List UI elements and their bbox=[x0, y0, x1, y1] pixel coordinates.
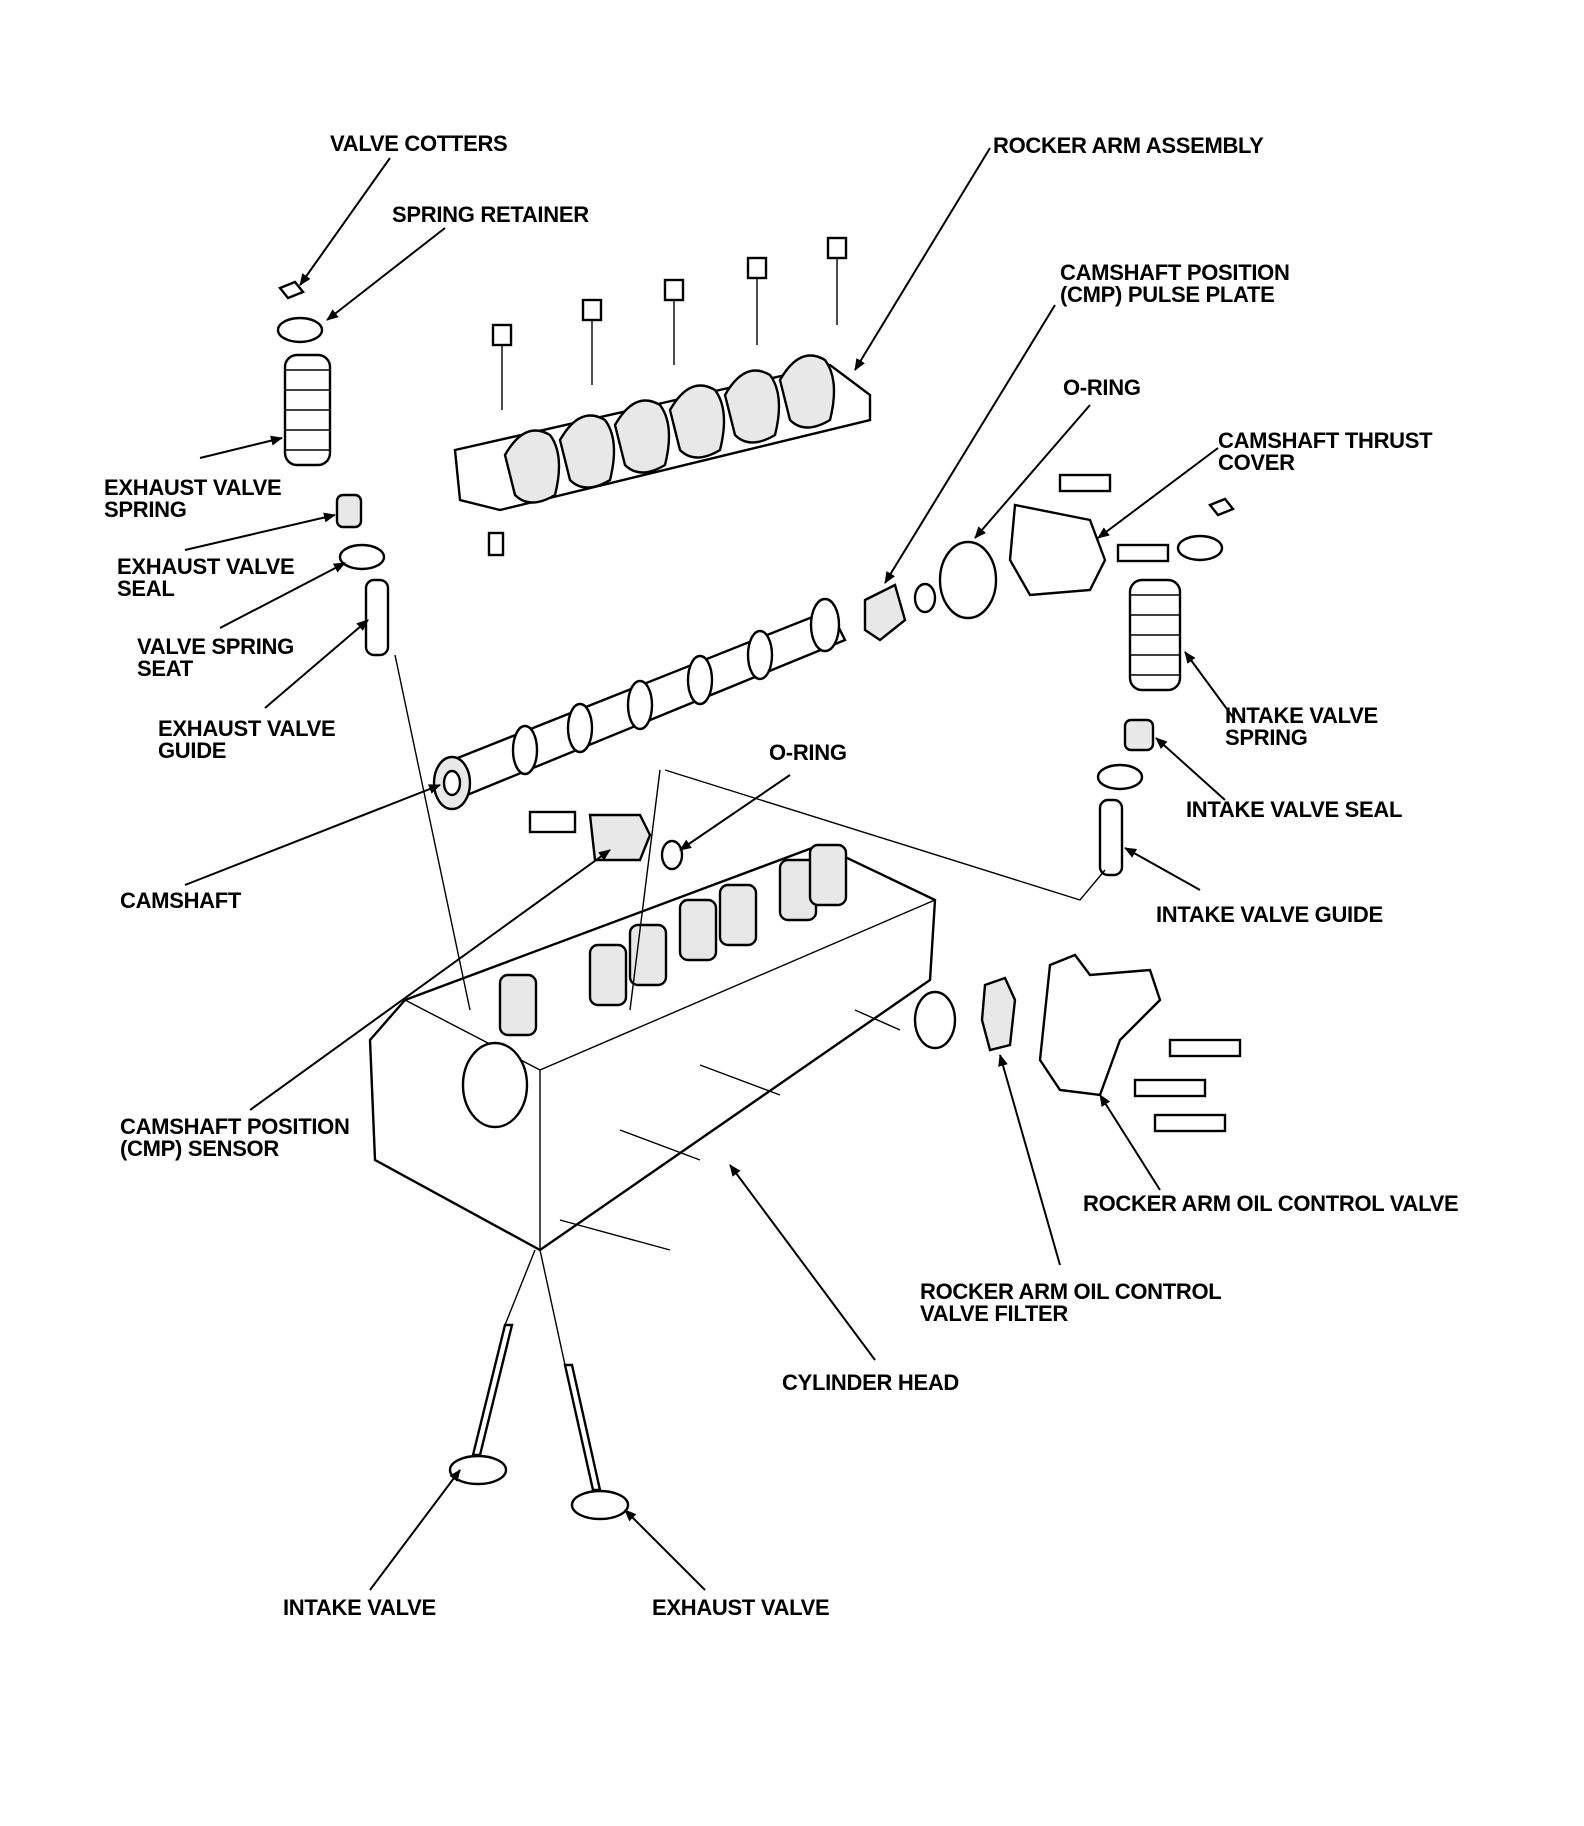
label-cylinder-head: CYLINDER HEAD bbox=[782, 1370, 959, 1395]
label-exhaust-valve-seal-line1: EXHAUST VALVE bbox=[117, 554, 295, 579]
label-intake-valve-spring: INTAKE VALVE SPRING bbox=[1225, 705, 1378, 749]
thrust-cover-bolt-upper bbox=[1058, 473, 1112, 493]
label-exhaust-valve-guide-line2: GUIDE bbox=[158, 738, 227, 763]
label-cmp-pulse-plate-line1: CAMSHAFT POSITION bbox=[1060, 260, 1290, 285]
label-o-ring-top: O-RING bbox=[1063, 375, 1141, 400]
label-cmp-pulse-plate-line2: (CMP) PULSE PLATE bbox=[1060, 282, 1275, 307]
cmp-o-ring-drawing bbox=[660, 839, 684, 871]
label-valve-cotters: VALVE COTTERS bbox=[330, 131, 508, 156]
label-intake-valve-spring-line2: SPRING bbox=[1225, 725, 1308, 750]
label-rocker-arm-assembly: ROCKER ARM ASSEMBLY bbox=[993, 133, 1264, 158]
cylinder-head-drawing bbox=[368, 843, 957, 1252]
label-exhaust-valve: EXHAUST VALVE bbox=[652, 1595, 830, 1620]
label-intake-valve-spring-line1: INTAKE VALVE bbox=[1225, 703, 1378, 728]
label-cmp-pulse-plate: CAMSHAFT POSITION (CMP) PULSE PLATE bbox=[1060, 262, 1290, 306]
thrust-cover-bolt-lower bbox=[1116, 543, 1170, 563]
cmp-sensor-drawing bbox=[588, 813, 652, 862]
ocv-bolt-3 bbox=[1153, 1113, 1227, 1133]
ocv-bolt-1 bbox=[1168, 1038, 1242, 1058]
label-camshaft-thrust-cover-line2: COVER bbox=[1218, 450, 1295, 475]
oil-control-valve-filter-drawing bbox=[980, 976, 1017, 1052]
rocker-shaft-bolts bbox=[491, 236, 848, 410]
label-intake-valve-guide: INTAKE VALVE GUIDE bbox=[1156, 902, 1383, 927]
label-valve-spring-seat-line2: SEAT bbox=[137, 656, 193, 681]
label-exhaust-valve-seal: EXHAUST VALVE SEAL bbox=[117, 554, 295, 601]
dowel-pin bbox=[487, 531, 505, 557]
exhaust-valve-drawing bbox=[563, 1363, 630, 1521]
rocker-arm-oil-control-valve-drawing bbox=[1038, 953, 1162, 1097]
label-camshaft-thrust-cover-line1: CAMSHAFT THRUST bbox=[1218, 428, 1433, 453]
ocv-bolt-2 bbox=[1133, 1078, 1207, 1098]
small-o-ring-drawing bbox=[913, 582, 937, 614]
label-intake-valve-seal: INTAKE VALVE SEAL bbox=[1186, 797, 1403, 822]
label-valve-spring-seat: VALVE SPRING SEAT bbox=[137, 636, 294, 680]
label-camshaft: CAMSHAFT bbox=[120, 888, 242, 913]
label-o-ring-mid: O-RING bbox=[769, 740, 847, 765]
cmp-sensor-bolt bbox=[528, 810, 577, 834]
label-exhaust-valve-guide-line1: EXHAUST VALVE bbox=[158, 716, 336, 741]
label-ocv-filter-line1: ROCKER ARM OIL CONTROL bbox=[920, 1279, 1222, 1304]
camshaft-drawing bbox=[432, 597, 847, 811]
label-spring-retainer: SPRING RETAINER bbox=[392, 202, 589, 227]
intake-valve-stack-drawing bbox=[1096, 497, 1235, 877]
label-intake-valve: INTAKE VALVE bbox=[283, 1595, 436, 1620]
label-rocker-arm-oil-control-valve-filter: ROCKER ARM OIL CONTROL VALVE FILTER bbox=[920, 1279, 1222, 1326]
label-rocker-arm-oil-control-valve: ROCKER ARM OIL CONTROL VALVE bbox=[1083, 1191, 1459, 1216]
label-cmp-sensor-line2: (CMP) SENSOR bbox=[120, 1136, 279, 1161]
camshaft-thrust-cover-drawing bbox=[1008, 503, 1107, 597]
label-exhaust-valve-spring-line1: EXHAUST VALVE bbox=[104, 475, 282, 500]
intake-valve-drawing bbox=[448, 1323, 514, 1486]
label-valve-spring-seat-line1: VALVE SPRING bbox=[137, 634, 294, 659]
label-exhaust-valve-spring-line2: SPRING bbox=[104, 497, 187, 522]
label-cmp-sensor-line1: CAMSHAFT POSITION bbox=[120, 1114, 350, 1139]
label-camshaft-thrust-cover: CAMSHAFT THRUST COVER bbox=[1218, 428, 1433, 475]
exhaust-valve-stack-drawing bbox=[276, 280, 390, 657]
label-exhaust-valve-spring: EXHAUST VALVE SPRING bbox=[104, 475, 282, 522]
cmp-pulse-plate-drawing bbox=[863, 583, 907, 642]
o-ring-drawing bbox=[938, 540, 998, 620]
rocker-arm-assembly-drawing bbox=[453, 236, 872, 557]
label-exhaust-valve-guide: EXHAUST VALVE GUIDE bbox=[158, 716, 336, 763]
leader-lines bbox=[184, 147, 1236, 1591]
centerlines bbox=[394, 654, 1106, 1366]
rocker-arms bbox=[503, 354, 836, 504]
label-exhaust-valve-seal-line2: SEAL bbox=[117, 576, 175, 601]
label-cmp-sensor: CAMSHAFT POSITION (CMP) SENSOR bbox=[120, 1116, 350, 1160]
label-ocv-filter-line2: VALVE FILTER bbox=[920, 1301, 1068, 1326]
